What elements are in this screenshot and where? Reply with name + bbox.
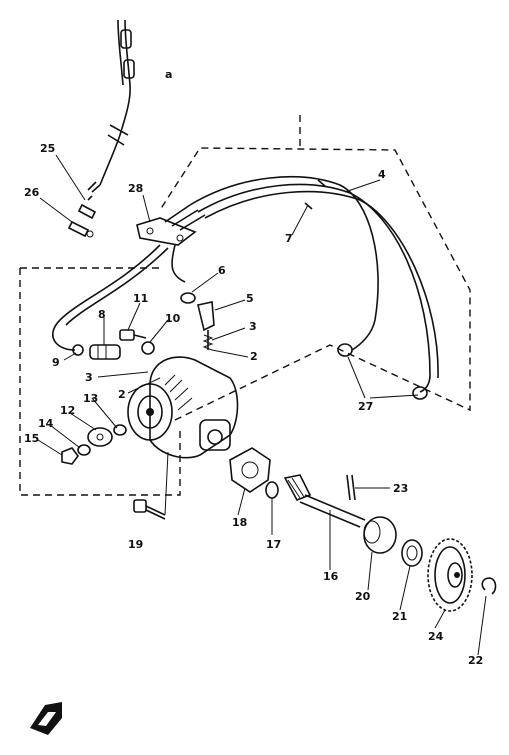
part-25-fitting	[77, 195, 97, 220]
callout-4: 4	[378, 168, 386, 181]
oil-delivery-pipes	[189, 176, 439, 393]
part-23-pin	[346, 474, 356, 501]
part-11-screw	[119, 329, 147, 341]
oil-hose-left	[52, 244, 186, 351]
callout-26: 26	[24, 186, 40, 199]
part-21-washer	[401, 539, 423, 567]
callout-12: 12	[60, 404, 75, 417]
callout-labels: a 25 26 28 4 7 6 5 3 2 11 8 10 9 3 2 12 …	[24, 68, 483, 667]
callout-3: 3	[249, 320, 257, 333]
callout-19: 19	[128, 538, 143, 551]
part-22-circlip	[481, 577, 497, 595]
part-1-oil-pump	[127, 356, 239, 459]
callout-2-lower: 2	[118, 388, 126, 401]
part-24-gear	[427, 538, 473, 612]
callout-9: 9	[52, 356, 60, 369]
callout-21: 21	[392, 610, 407, 623]
part-12-plate	[87, 427, 113, 447]
part-17-oring	[265, 481, 279, 499]
callout-22: 22	[468, 654, 483, 667]
assembly-boundary	[19, 115, 471, 496]
leader-lines	[37, 154, 487, 656]
part-28-cable-bracket	[136, 204, 206, 246]
callout-16: 16	[323, 570, 339, 583]
callout-24: 24	[428, 630, 444, 643]
part-9-washer	[72, 344, 84, 356]
part-13-washer	[113, 424, 127, 436]
part-14-washer	[77, 444, 91, 456]
front-arrow-icon	[30, 702, 62, 735]
callout-a: a	[165, 68, 172, 81]
part-10-washer	[141, 341, 155, 355]
callout-5: 5	[246, 292, 254, 305]
callout-27: 27	[358, 400, 373, 413]
callout-10: 10	[165, 312, 181, 325]
callout-20: 20	[355, 590, 371, 603]
callout-6: 6	[218, 264, 226, 277]
callout-14: 14	[38, 417, 54, 430]
part-26-banjo	[67, 220, 94, 238]
part-8-fitting	[89, 344, 121, 360]
callout-18: 18	[232, 516, 247, 529]
callout-28: 28	[128, 182, 143, 195]
callout-15: 15	[24, 432, 39, 445]
part-18-gasket	[229, 447, 271, 493]
part-6-clip	[180, 292, 196, 304]
part-20-collar	[363, 516, 397, 554]
part-27-clamps	[337, 343, 428, 400]
part-5-fitting	[197, 301, 215, 350]
callout-2: 2	[250, 350, 258, 363]
callout-17: 17	[266, 538, 281, 551]
callout-23: 23	[393, 482, 408, 495]
callout-11: 11	[133, 292, 148, 305]
part-3-spring	[202, 334, 214, 351]
part-19-bolt	[133, 499, 166, 520]
callout-8: 8	[98, 308, 106, 321]
callout-25: 25	[40, 142, 55, 155]
throttle-cable-top	[87, 19, 135, 193]
callout-13: 13	[83, 392, 98, 405]
callout-7: 7	[285, 232, 293, 245]
callout-3-lower: 3	[85, 371, 93, 384]
part-15-nut	[61, 447, 79, 465]
